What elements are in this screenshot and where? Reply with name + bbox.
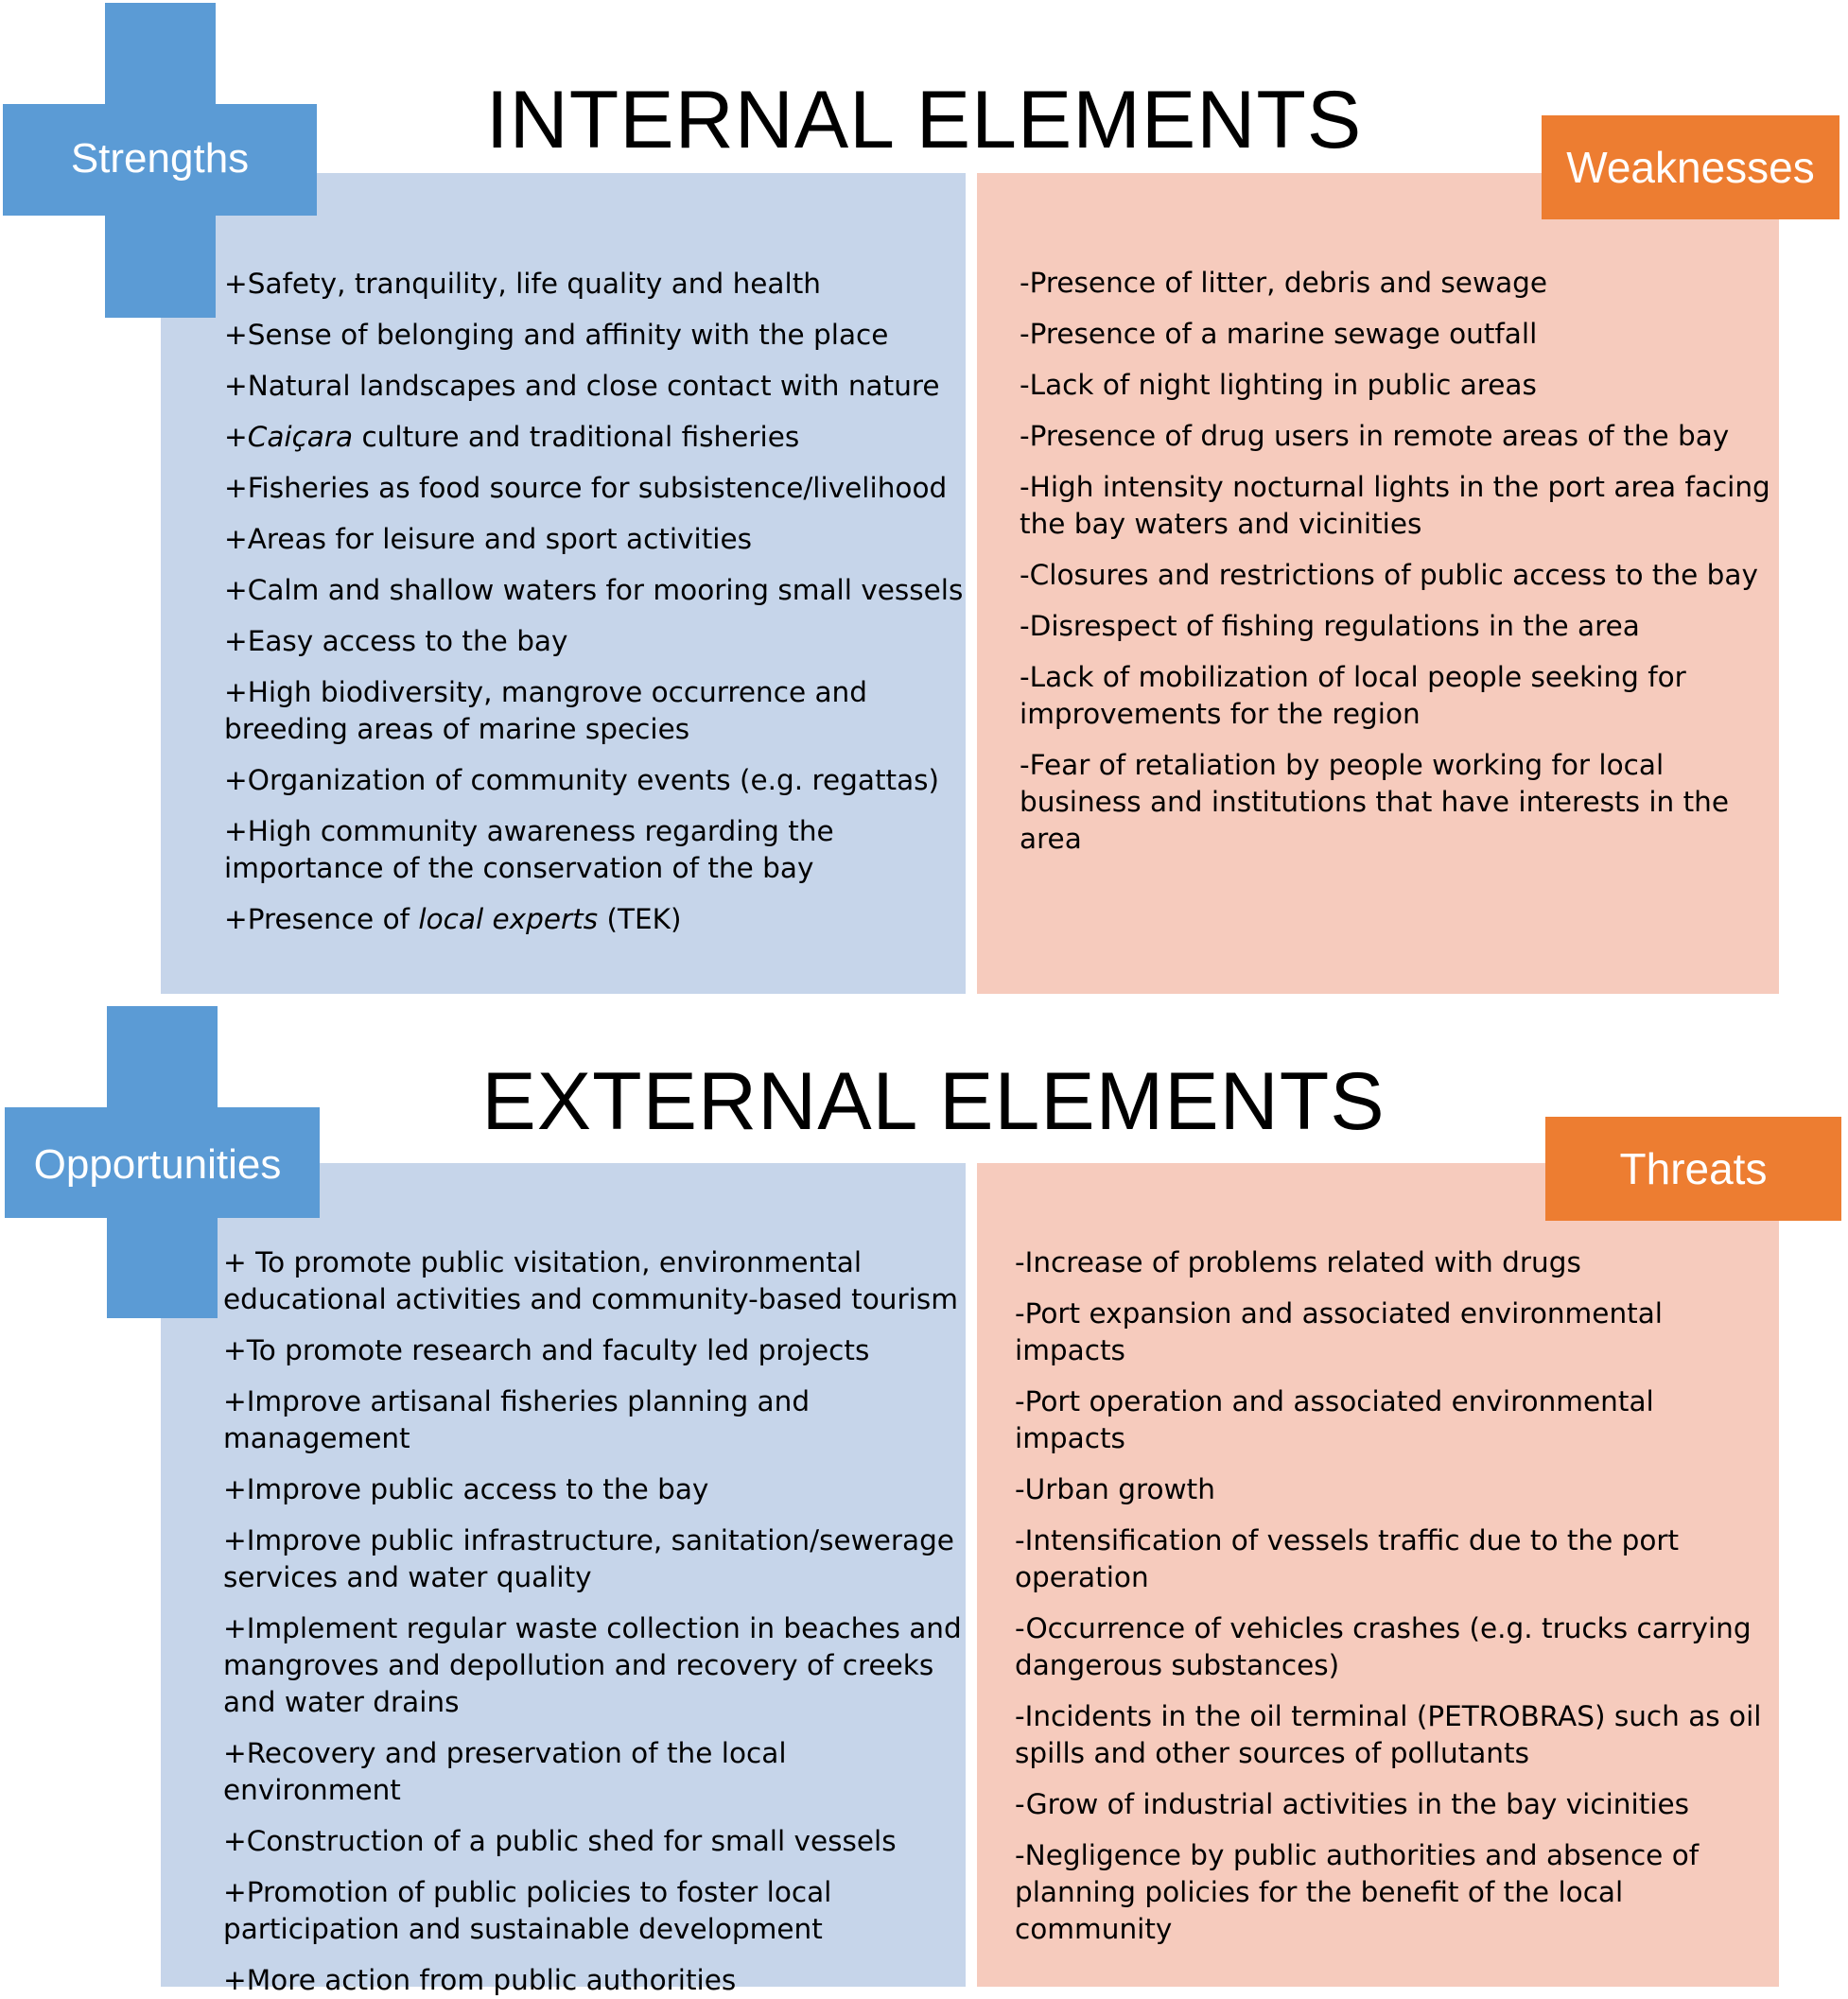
item-text: +Recovery and preservation of the local …: [223, 1737, 787, 1806]
list-item: +Sense of belonging and affinity with th…: [224, 317, 971, 354]
weaknesses-label: Weaknesses: [1542, 115, 1839, 219]
list-item: +Calm and shallow waters for mooring sma…: [224, 572, 971, 609]
list-item: -Port expansion and associated environme…: [1015, 1295, 1771, 1369]
list-item: +Promotion of public policies to foster …: [223, 1874, 970, 1948]
item-text: +Safety, tranquility, life quality and h…: [224, 268, 821, 300]
item-text: -Disrespect of fishing regulations in th…: [1020, 610, 1640, 642]
external-heading: EXTERNAL ELEMENTS: [481, 1056, 1386, 1147]
list-item: +Natural landscapes and close contact wi…: [224, 368, 971, 405]
item-text: +High biodiversity, mangrove occurrence …: [224, 676, 867, 745]
opportunities-list: + To promote public visitation, environm…: [223, 1244, 970, 1999]
item-text: +Areas for leisure and sport activities: [224, 523, 752, 555]
list-item: -Closures and restrictions of public acc…: [1020, 557, 1776, 594]
item-text: -High intensity nocturnal lights in the …: [1020, 471, 1770, 540]
list-item: -Port operation and associated environme…: [1015, 1383, 1771, 1457]
item-text: -Grow of industrial activities in the ba…: [1015, 1788, 1689, 1820]
list-item: -Grow of industrial activities in the ba…: [1015, 1786, 1771, 1823]
list-item: -Negligence by public authorities and ab…: [1015, 1837, 1771, 1948]
list-item: +Recovery and preservation of the local …: [223, 1735, 970, 1809]
item-text: -Lack of mobilization of local people se…: [1020, 661, 1686, 730]
threats-panel: [977, 1163, 1779, 1987]
list-item: +To promote research and faculty led pro…: [223, 1332, 970, 1369]
item-text: -Increase of problems related with drugs: [1015, 1246, 1581, 1278]
item-text: + To promote public visitation, environm…: [223, 1246, 958, 1315]
list-item: -Increase of problems related with drugs: [1015, 1244, 1771, 1281]
list-item: -Urban growth: [1015, 1471, 1771, 1508]
list-item: +Fisheries as food source for subsistenc…: [224, 470, 971, 507]
item-text: +Improve public access to the bay: [223, 1473, 709, 1505]
list-item: +Caiçara culture and traditional fisheri…: [224, 419, 971, 456]
item-text: +Fisheries as food source for subsistenc…: [224, 472, 948, 504]
list-item: +Improve public infrastructure, sanitati…: [223, 1522, 970, 1596]
item-text: +Promotion of public policies to foster …: [223, 1876, 832, 1945]
list-item: +High biodiversity, mangrove occurrence …: [224, 674, 971, 748]
list-item: +High community awareness regarding the …: [224, 813, 971, 887]
internal-heading: INTERNAL ELEMENTS: [485, 75, 1363, 165]
list-item: +Easy access to the bay: [224, 623, 971, 660]
item-text: +Implement regular waste collection in b…: [223, 1612, 962, 1718]
item-text: culture and traditional fisheries: [353, 421, 800, 453]
threats-list: -Increase of problems related with drugs…: [1015, 1244, 1771, 1948]
item-text: -Fear of retaliation by people working f…: [1020, 749, 1730, 855]
list-item: -Presence of a marine sewage outfall: [1020, 316, 1776, 353]
item-text: -Closures and restrictions of public acc…: [1020, 559, 1758, 591]
list-item: -Incidents in the oil terminal (PETROBRA…: [1015, 1698, 1771, 1772]
item-text: -Port expansion and associated environme…: [1015, 1297, 1663, 1366]
list-item: -Disrespect of fishing regulations in th…: [1020, 608, 1776, 645]
list-item: +Improve public access to the bay: [223, 1471, 970, 1508]
item-text: -Occurrence of vehicles crashes (e.g. tr…: [1015, 1612, 1752, 1681]
item-text: +: [224, 421, 248, 453]
list-item: +Safety, tranquility, life quality and h…: [224, 266, 971, 303]
item-text: -Lack of night lighting in public areas: [1020, 369, 1537, 401]
item-text: +Presence of: [224, 903, 419, 935]
item-text: -Intensification of vessels traffic due …: [1015, 1524, 1680, 1593]
list-item: +Construction of a public shed for small…: [223, 1823, 970, 1860]
item-text: (TEK): [598, 903, 682, 935]
list-item: +Areas for leisure and sport activities: [224, 521, 971, 558]
threats-label: Threats: [1545, 1117, 1841, 1221]
list-item: +Presence of local experts (TEK): [224, 901, 971, 938]
item-text: -Urban growth: [1015, 1473, 1215, 1505]
item-text: +Improve public infrastructure, sanitati…: [223, 1524, 954, 1593]
item-text: +Natural landscapes and close contact wi…: [224, 370, 940, 402]
item-text: +Improve artisanal fisheries planning an…: [223, 1385, 811, 1454]
list-item: -Presence of litter, debris and sewage: [1020, 265, 1776, 302]
list-item: + To promote public visitation, environm…: [223, 1244, 970, 1318]
opportunities-panel: [161, 1163, 966, 1987]
list-item: -Occurrence of vehicles crashes (e.g. tr…: [1015, 1610, 1771, 1684]
item-text: -Presence of drug users in remote areas …: [1020, 420, 1730, 452]
item-text: +Easy access to the bay: [224, 625, 568, 657]
list-item: +More action from public authorities: [223, 1962, 970, 1999]
list-item: +Organization of community events (e.g. …: [224, 762, 971, 799]
list-item: -Intensification of vessels traffic due …: [1015, 1522, 1771, 1596]
list-item: -Lack of mobilization of local people se…: [1020, 659, 1776, 733]
italic-text: local experts: [418, 903, 599, 935]
list-item: -Presence of drug users in remote areas …: [1020, 418, 1776, 455]
item-text: -Presence of litter, debris and sewage: [1020, 267, 1548, 299]
strengths-list: +Safety, tranquility, life quality and h…: [224, 266, 971, 938]
item-text: -Negligence by public authorities and ab…: [1015, 1839, 1700, 1945]
item-text: +Construction of a public shed for small…: [223, 1825, 897, 1857]
opportunities-label: Opportunities: [33, 1141, 282, 1188]
item-text: +Sense of belonging and affinity with th…: [224, 319, 889, 351]
item-text: -Port operation and associated environme…: [1015, 1385, 1654, 1454]
list-item: -Fear of retaliation by people working f…: [1020, 747, 1776, 858]
italic-text: Caiçara: [247, 421, 354, 453]
item-text: +Organization of community events (e.g. …: [224, 764, 940, 796]
item-text: +More action from public authorities: [223, 1964, 737, 1996]
weaknesses-panel: [977, 173, 1779, 994]
list-item: +Implement regular waste collection in b…: [223, 1610, 970, 1721]
item-text: +High community awareness regarding the …: [224, 815, 834, 884]
item-text: +Calm and shallow waters for mooring sma…: [224, 574, 964, 606]
weaknesses-list: -Presence of litter, debris and sewage -P…: [1020, 265, 1776, 858]
item-text: +To promote research and faculty led pro…: [223, 1334, 870, 1366]
list-item: -Lack of night lighting in public areas: [1020, 367, 1776, 404]
strengths-label: Strengths: [70, 135, 250, 182]
list-item: -High intensity nocturnal lights in the …: [1020, 469, 1776, 543]
item-text: -Presence of a marine sewage outfall: [1020, 318, 1538, 350]
list-item: +Improve artisanal fisheries planning an…: [223, 1383, 970, 1457]
strengths-panel: [161, 173, 966, 994]
item-text: -Incidents in the oil terminal (PETROBRA…: [1015, 1700, 1762, 1769]
